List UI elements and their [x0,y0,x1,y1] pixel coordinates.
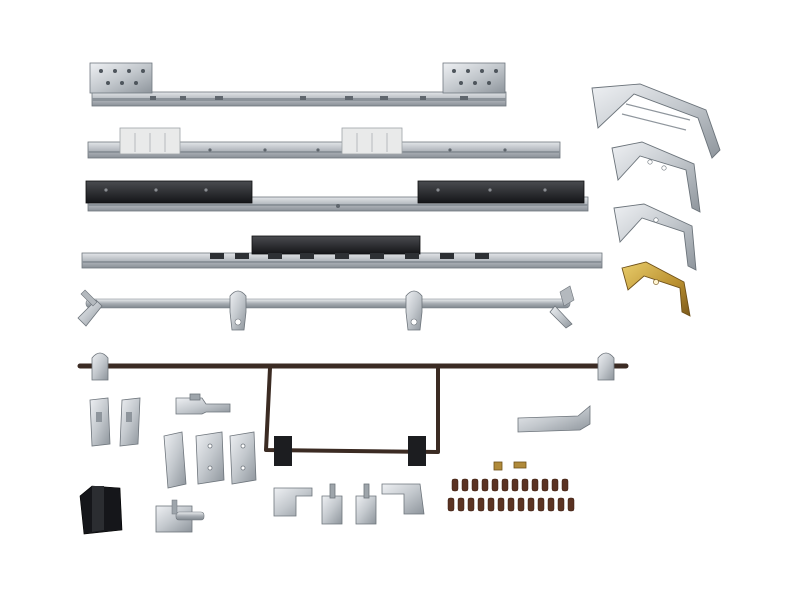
barrel-bolt [155,499,205,533]
wood-dowels [447,478,575,512]
small-fittings [89,393,591,525]
slide-rail-with-end-plates [89,62,507,107]
slide-rail-with-center-carrier [81,235,603,269]
lift-frame [77,352,629,466]
support-rod-with-brackets [77,285,575,331]
slide-rail-with-white-blocks [87,127,561,159]
rubber-stop [79,485,123,535]
corner-brackets [591,83,721,317]
slide-rail-with-black-carriers [85,180,589,212]
